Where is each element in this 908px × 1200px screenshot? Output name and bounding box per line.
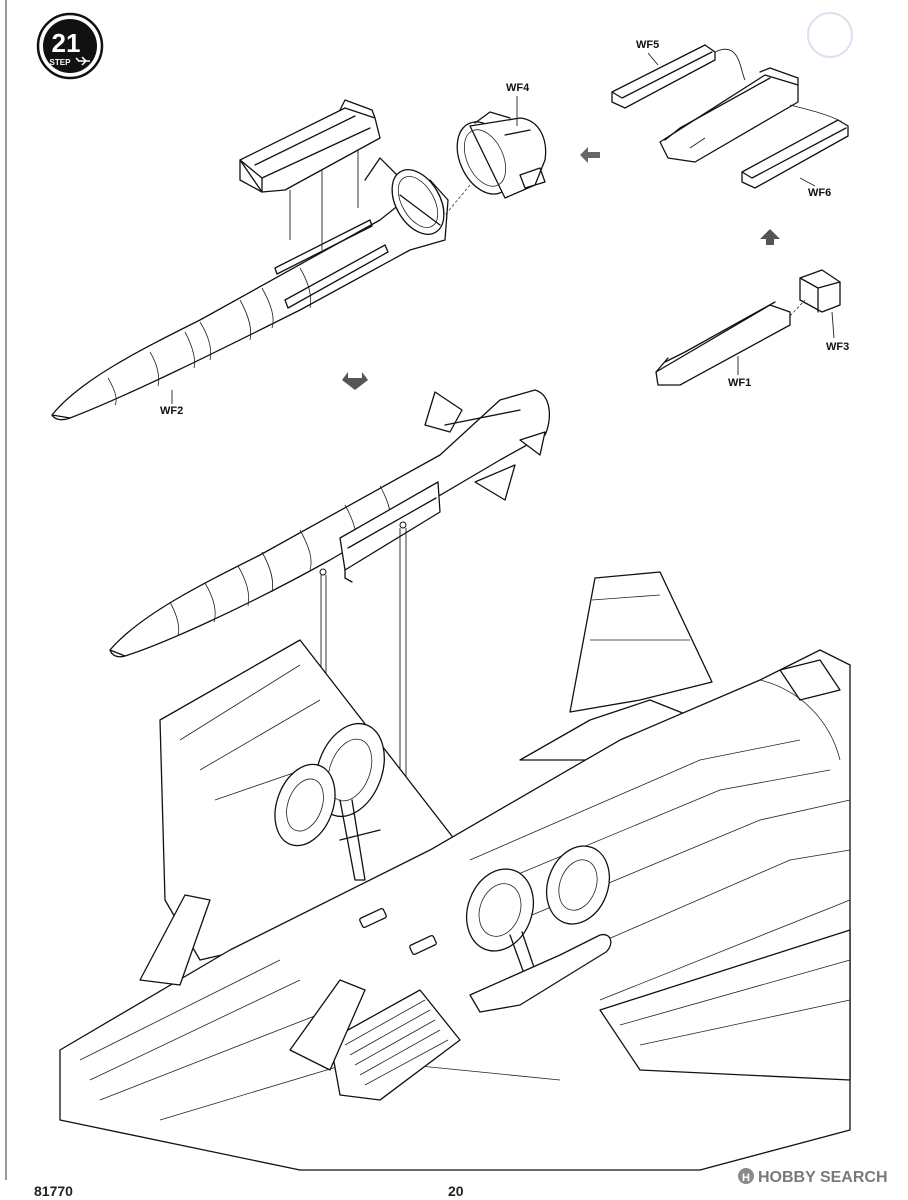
watermark-logo-letter: H bbox=[742, 1172, 750, 1184]
arrow-up-icon bbox=[760, 229, 780, 245]
step-badge: 21 STEP bbox=[36, 12, 104, 80]
kit-number: 81770 bbox=[34, 1183, 73, 1199]
watermark-brand: HOBBY SEARCH bbox=[758, 1169, 888, 1186]
arrow-down-icon bbox=[342, 372, 368, 390]
landing-gear-left bbox=[274, 722, 385, 881]
pylon-upper bbox=[239, 99, 381, 250]
part-label-wf4: WF4 bbox=[506, 82, 530, 94]
page-number: 20 bbox=[448, 1183, 464, 1199]
part-label-wf1: WF1 bbox=[728, 377, 751, 389]
part-label-wf5: WF5 bbox=[636, 39, 659, 51]
part-label-wf2: WF2 bbox=[160, 405, 183, 417]
part-label-wf3: WF3 bbox=[826, 341, 849, 353]
step-number: 21 bbox=[52, 28, 81, 58]
missile-upper-assembly: WF2 bbox=[51, 157, 449, 421]
part-label-wf6: WF6 bbox=[808, 187, 831, 199]
step-label: STEP bbox=[50, 58, 72, 67]
part-wf4: WF4 bbox=[444, 82, 547, 216]
arrow-left-icon bbox=[580, 147, 600, 163]
engine-bay bbox=[329, 989, 461, 1101]
aircraft-underside bbox=[59, 571, 851, 1171]
missile-assembled bbox=[109, 389, 551, 658]
landing-gear-right bbox=[466, 845, 610, 991]
plane-icon bbox=[75, 56, 90, 66]
pylon-rail-assembly: WF5 WF6 WF1 WF3 bbox=[580, 12, 853, 389]
watermark: H HOBBY SEARCH bbox=[738, 1168, 888, 1186]
